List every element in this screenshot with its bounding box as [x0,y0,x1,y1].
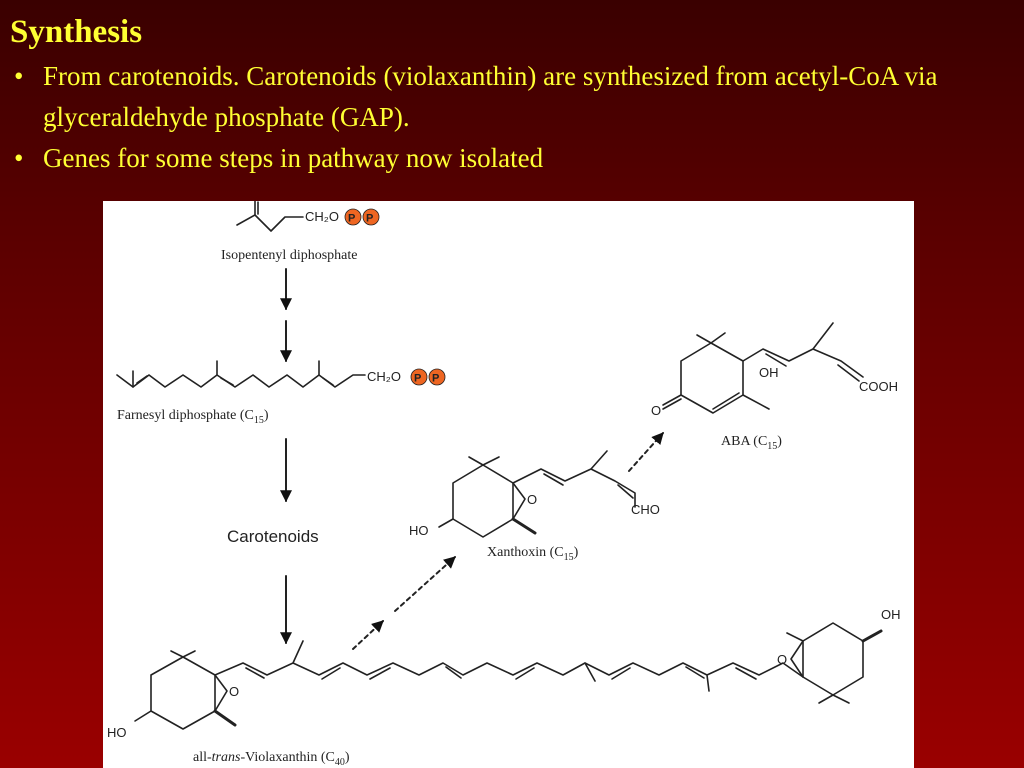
aba-structure [662,322,864,414]
violaxanthin-epoxide-o-label: O [777,652,787,667]
xanthoxin-ho-label: HO [409,523,429,538]
bullet-list: • From carotenoids. Carotenoids (violaxa… [10,56,1010,179]
farnesyl-diphosphate-structure [116,360,366,388]
fpp-label: Farnesyl diphosphate (C15) [117,408,269,426]
phosphate-label: P [432,373,439,385]
pathway-diagram: CH₂O P P Isopentenyl diphosphate CH₂O P … [107,201,901,768]
biosynthesis-pathway-figure: CH₂O P P Isopentenyl diphosphate CH₂O P … [103,201,914,768]
carotenoids-label: Carotenoids [227,527,319,546]
violaxanthin-ho-label: HO [107,725,127,740]
bullet-text: Genes for some steps in pathway now isol… [43,143,544,173]
bullet-marker: • [14,61,24,91]
aba-label: ABA (C15) [721,434,782,452]
phosphate-icon [362,208,380,226]
violaxanthin-oh-label: OH [881,607,901,622]
ipp-label: Isopentenyl diphosphate [221,248,357,263]
dashed-conversion-arrows [352,432,664,650]
phosphate-label: P [366,213,373,225]
xanthoxin-epoxide-o-label: O [527,492,537,507]
figure-labels: CH₂O P P Isopentenyl diphosphate CH₂O P … [107,208,901,768]
bullet-item: • Genes for some steps in pathway now is… [10,138,1010,179]
phosphate-label: P [414,373,421,385]
xanthoxin-cho-label: CHO [631,502,660,517]
fpp-group-label: CH₂O [367,369,401,384]
violaxanthin-label: all-trans-Violaxanthin (C40) [193,750,350,768]
aba-oh-label: OH [759,365,779,380]
xanthoxin-structure [438,450,636,538]
aba-ketone-o-label: O [651,403,661,418]
slide-title: Synthesis [10,14,143,50]
ipp-group-label: CH₂O [305,209,339,224]
violaxanthin-epoxide-o-label: O [229,684,239,699]
aba-cooh-label: COOH [859,379,898,394]
isopentenyl-diphosphate-structure [236,201,304,232]
phosphate-label: P [348,213,355,225]
phosphate-icon [344,208,362,226]
bullet-item: • From carotenoids. Carotenoids (violaxa… [10,56,1010,138]
xanthoxin-label: Xanthoxin (C15) [487,545,579,563]
bullet-text: From carotenoids. Carotenoids (violaxant… [43,61,938,132]
phosphate-icon [410,368,428,386]
violaxanthin-structure [134,622,883,730]
phosphate-icon [428,368,446,386]
bullet-marker: • [14,143,24,173]
